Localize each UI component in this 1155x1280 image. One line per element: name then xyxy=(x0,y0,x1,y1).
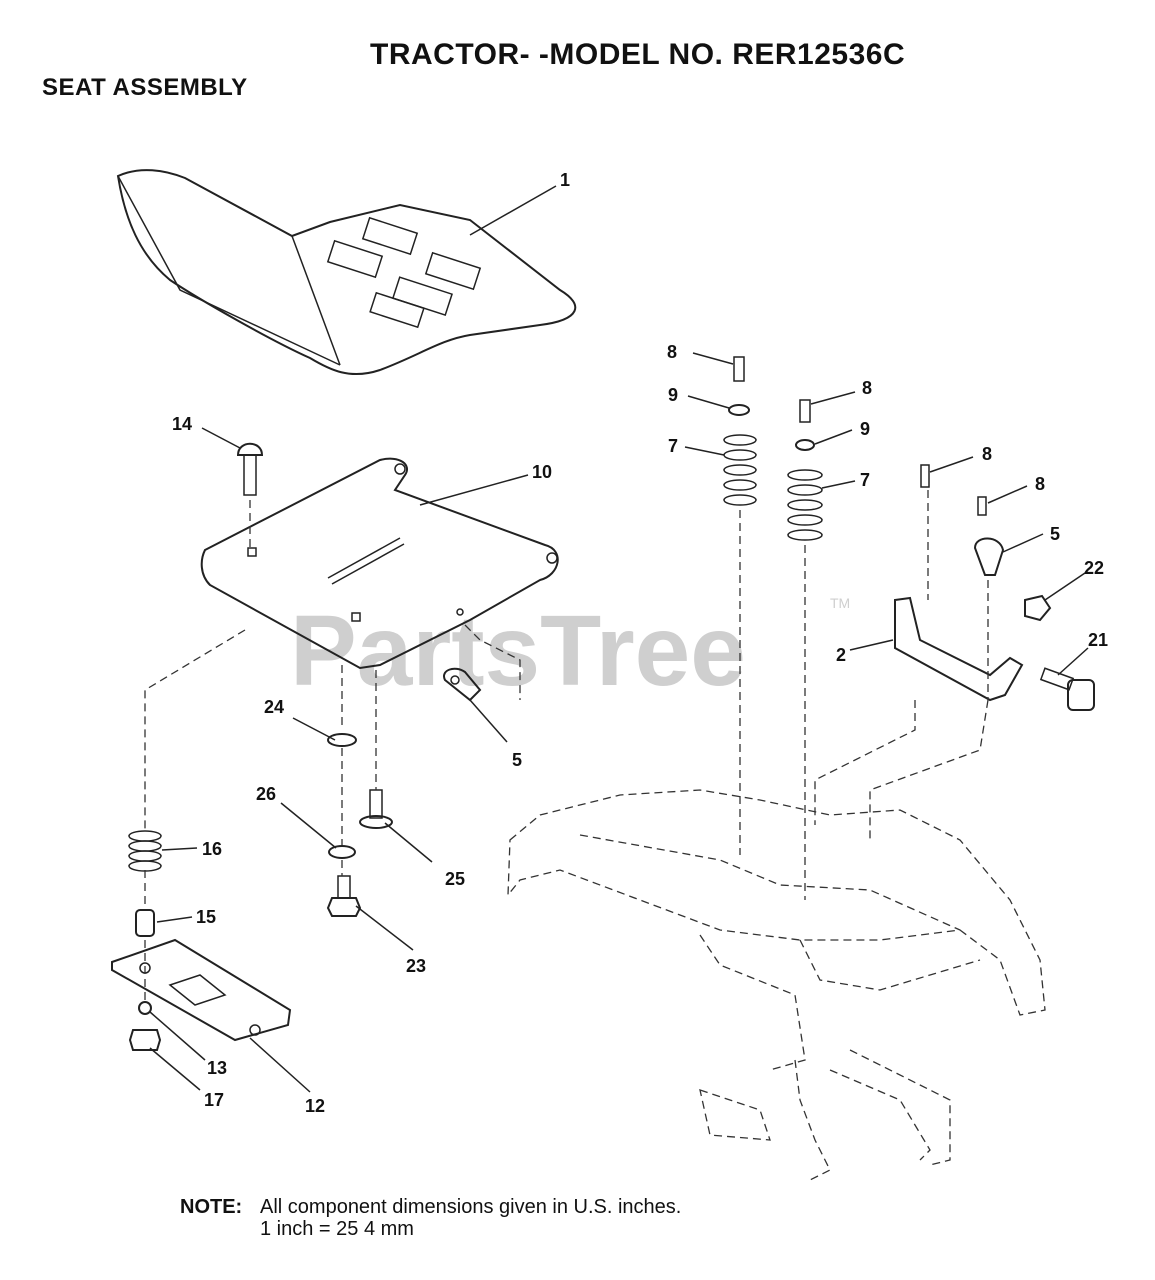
nut-22-part xyxy=(1024,594,1052,622)
callout-7-b: 7 xyxy=(860,470,870,490)
watermark-trademark: TM xyxy=(830,595,850,611)
washer-24-part xyxy=(327,733,357,747)
alignment-lines xyxy=(144,490,989,1000)
clip-left-part xyxy=(443,667,482,702)
callout-8-c: 8 xyxy=(982,444,992,464)
callout-16: 16 xyxy=(202,839,222,859)
dimension-note: NOTE: All component dimensions given in U… xyxy=(180,1196,681,1240)
callout-8-b: 8 xyxy=(862,378,872,398)
bolt-8c-part xyxy=(920,464,930,488)
stack-left-part xyxy=(723,356,757,506)
callout-8-a: 8 xyxy=(667,342,677,362)
bolt-21-part xyxy=(1039,667,1095,711)
callout-25: 25 xyxy=(445,869,465,889)
note-line-1: All component dimensions given in U.S. i… xyxy=(260,1196,682,1218)
callout-15: 15 xyxy=(196,907,216,927)
clip-right-part xyxy=(973,537,1005,576)
note-line-2: 1 inch = 25 4 mm xyxy=(260,1218,414,1240)
callout-17: 17 xyxy=(204,1090,224,1110)
page-title: TRACTOR- -MODEL NO. RER12536C xyxy=(370,38,906,71)
callout-7-a: 7 xyxy=(668,436,678,456)
leader-lines xyxy=(149,185,1089,1093)
callout-26: 26 xyxy=(256,784,276,804)
stack-right-part xyxy=(787,399,823,541)
bolt-8d-part xyxy=(977,496,987,516)
callout-2: 2 xyxy=(836,645,846,665)
callout-5-left: 5 xyxy=(512,750,522,770)
callout-21: 21 xyxy=(1088,630,1108,650)
bushing-15-part xyxy=(135,909,155,937)
callout-24: 24 xyxy=(264,697,284,717)
bolt-25-part xyxy=(359,789,393,829)
callout-13: 13 xyxy=(207,1058,227,1078)
section-subtitle: SEAT ASSEMBLY xyxy=(42,74,248,101)
tractor-frame xyxy=(507,789,1046,1181)
note-label: NOTE: xyxy=(180,1196,243,1218)
callout-9-a: 9 xyxy=(668,385,678,405)
callout-5-right: 5 xyxy=(1050,524,1060,544)
carriage-bolt-part xyxy=(236,442,264,496)
callout-10: 10 xyxy=(532,462,552,482)
bolt-23-part xyxy=(326,875,362,917)
seat-part xyxy=(116,169,577,375)
callout-1: 1 xyxy=(560,170,570,190)
callout-14: 14 xyxy=(172,414,192,434)
locknut-17-part xyxy=(128,1029,162,1051)
bracket-12-part xyxy=(111,938,292,1042)
callout-23: 23 xyxy=(406,956,426,976)
bracket-2-part xyxy=(894,596,1024,702)
spring-16-part xyxy=(128,830,162,872)
callout-22: 22 xyxy=(1084,558,1104,578)
callout-9-b: 9 xyxy=(860,419,870,439)
callout-8-d: 8 xyxy=(1035,474,1045,494)
nut-13-part xyxy=(138,1001,152,1015)
seat-pan-part xyxy=(200,457,559,670)
callout-12: 12 xyxy=(305,1096,325,1116)
washer-26-part xyxy=(328,845,356,859)
watermark-text: PartsTree xyxy=(290,595,746,707)
